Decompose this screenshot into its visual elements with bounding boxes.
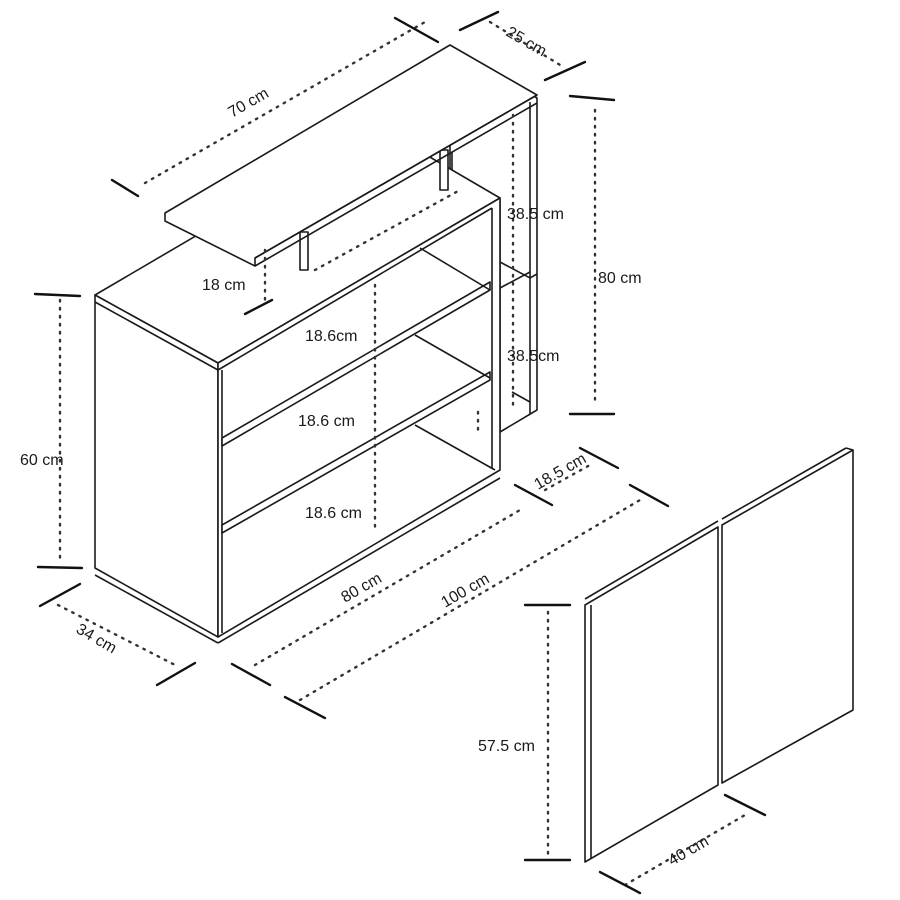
lower-cabinet xyxy=(94,127,501,644)
label-top-depth: 25 cm xyxy=(503,24,549,61)
label-shelf-3: 18.6 cm xyxy=(305,505,362,522)
label-cabinet-height: 60 cm xyxy=(20,452,64,469)
label-cabinet-depth: 34 cm xyxy=(73,621,119,658)
label-cabinet-width: 80 cm xyxy=(339,570,385,607)
label-shelf-2: 18.6 cm xyxy=(298,413,355,430)
label-upper-gap-top: 38.5 cm xyxy=(507,206,564,223)
label-total-width: 100 cm xyxy=(439,571,493,612)
doors xyxy=(584,447,854,863)
label-top-width: 70 cm xyxy=(226,85,272,122)
label-door-height: 57.5 cm xyxy=(478,738,535,755)
label-top-riser: 18 cm xyxy=(202,277,246,294)
label-shelf-1: 18.6cm xyxy=(305,328,357,345)
label-side-depth: 18.5 cm xyxy=(532,450,590,493)
label-total-height-right: 80 cm xyxy=(598,270,642,287)
dimension-lines xyxy=(33,10,767,895)
label-upper-gap-bottom: 38.5cm xyxy=(507,348,559,365)
label-door-width: 40 cm xyxy=(666,833,712,870)
top-shelf xyxy=(164,44,538,271)
